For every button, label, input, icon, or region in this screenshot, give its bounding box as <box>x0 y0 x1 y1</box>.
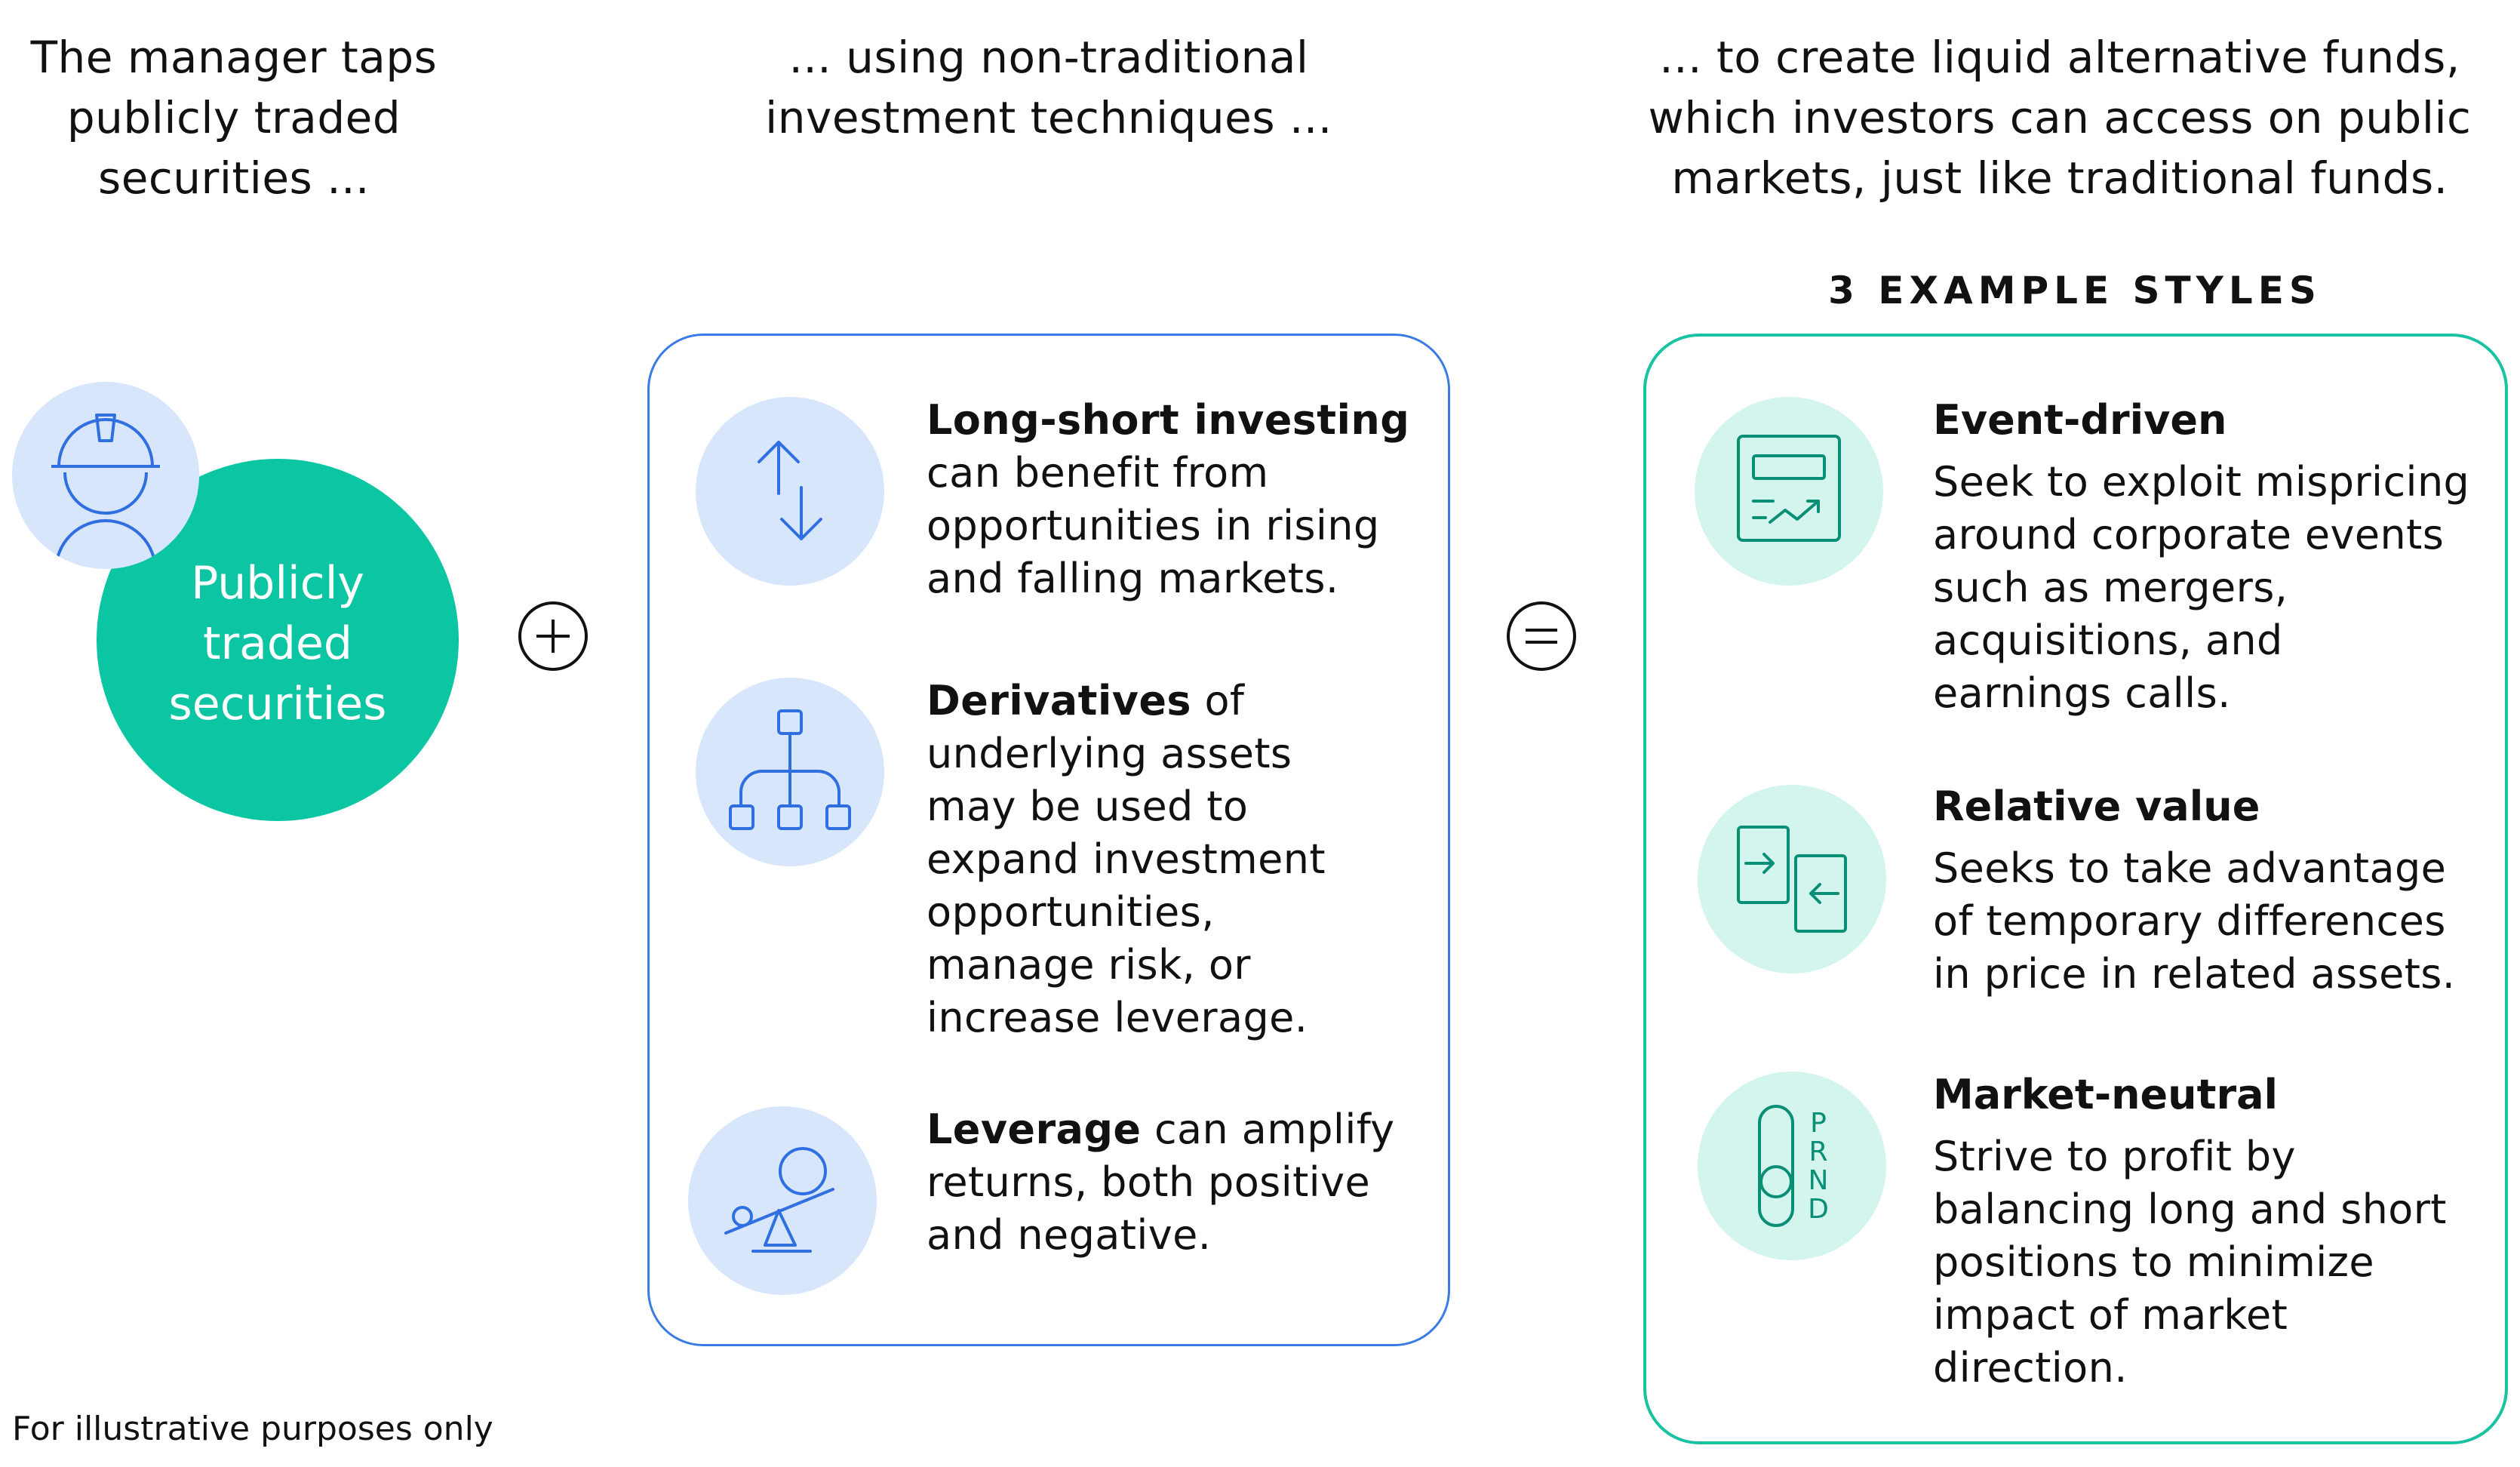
gear-letter: D <box>1808 1194 1829 1225</box>
style-line: of temporary differences <box>1933 897 2446 945</box>
technique-leverage: Leverage can amplify returns, both posit… <box>927 1103 1424 1262</box>
heading-line: securities ... <box>97 152 370 204</box>
gear-letter: N <box>1809 1165 1829 1196</box>
style-desc-event-driven: Seek to exploit mispricing around corpor… <box>1933 456 2491 720</box>
middle-heading: ... using non-traditional investment tec… <box>626 27 1471 148</box>
style-title: Market-neutral <box>1933 1071 2279 1118</box>
document-chart-icon <box>1737 435 1841 542</box>
heading-line: The manager taps <box>30 32 438 83</box>
style-line: earnings calls. <box>1933 669 2231 717</box>
technique-line: opportunities in rising <box>927 502 1380 549</box>
technique-line: and negative. <box>927 1211 1212 1259</box>
style-title: Event-driven <box>1933 396 2227 444</box>
technique-derivatives: Derivatives of underlying assets may be … <box>927 675 1424 1044</box>
heading-line: ... to create liquid alternative funds, <box>1659 32 2460 83</box>
circle-label-line: traded <box>202 617 353 670</box>
up-down-arrows-icon <box>758 441 822 540</box>
style-line: Strive to profit by <box>1933 1133 2296 1180</box>
technique-long-short: Long-short investing can benefit from op… <box>927 394 1424 605</box>
gear-letter: P <box>1810 1108 1827 1139</box>
equals-icon <box>1507 601 1576 671</box>
technique-line: expand investment <box>927 835 1326 883</box>
style-line: positions to minimize <box>1933 1238 2374 1286</box>
style-desc-market-neutral: Strive to profit by balancing long and s… <box>1933 1130 2491 1395</box>
footnote: For illustrative purposes only <box>12 1410 493 1448</box>
style-line: impact of market <box>1933 1291 2288 1339</box>
right-heading: ... to create liquid alternative funds, … <box>1607 27 2512 208</box>
style-icon-circle <box>1695 397 1883 586</box>
technique-line: and falling markets. <box>927 555 1339 602</box>
technique-icon-circle <box>688 1106 877 1295</box>
plus-icon <box>518 601 588 671</box>
style-title: Relative value <box>1933 783 2260 830</box>
style-line: Seek to exploit mispricing <box>1933 458 2470 506</box>
technique-line: returns, both positive <box>927 1158 1371 1206</box>
technique-first-line-rest: of <box>1191 677 1245 724</box>
technique-icon-circle <box>696 678 884 866</box>
publicly-traded-securities-circle: Publicly traded securities <box>97 459 459 821</box>
style-line: balancing long and short <box>1933 1186 2447 1233</box>
style-line: such as mergers, <box>1933 564 2288 611</box>
manager-avatar <box>12 382 199 569</box>
gear-letter: R <box>1809 1136 1827 1167</box>
exchange-arrows-icon <box>1737 826 1847 933</box>
heading-line: investment techniques ... <box>765 92 1332 143</box>
styles-title: 3 EXAMPLE STYLES <box>1828 269 2322 312</box>
seesaw-lever-icon <box>724 1147 834 1253</box>
technique-line: increase leverage. <box>927 994 1308 1041</box>
technique-line: opportunities, <box>927 888 1215 936</box>
hard-hat-worker-icon <box>51 414 160 569</box>
technique-title: Leverage <box>927 1106 1142 1153</box>
circle-label-line: Publicly <box>191 557 364 610</box>
style-icon-circle: P R N D <box>1698 1072 1886 1260</box>
style-icon-circle <box>1698 785 1886 973</box>
style-line: in price in related assets. <box>1933 950 2456 998</box>
technique-title: Long-short investing <box>927 396 1410 444</box>
style-line: Seeks to take advantage <box>1933 844 2447 892</box>
left-heading: The manager taps publicly traded securit… <box>0 27 468 208</box>
heading-line: ... using non-traditional <box>788 32 1309 83</box>
style-desc-relative-value: Seeks to take advantage of temporary dif… <box>1933 842 2491 1001</box>
technique-first-line-rest: can amplify <box>1141 1106 1395 1153</box>
technique-icon-circle <box>696 397 884 586</box>
gear-shifter-icon: P R N D <box>1758 1105 1829 1227</box>
technique-title: Derivatives <box>927 677 1191 724</box>
style-line: acquisitions, and <box>1933 617 2283 664</box>
style-line: around corporate events <box>1933 511 2445 558</box>
technique-line: can benefit from <box>927 449 1269 497</box>
circle-label-line: securities <box>168 678 387 730</box>
heading-line: markets, just like traditional funds. <box>1671 152 2448 204</box>
style-line: direction. <box>1933 1344 2128 1392</box>
technique-line: manage risk, or <box>927 941 1251 989</box>
technique-line: may be used to <box>927 783 1249 830</box>
heading-line: publicly traded <box>66 92 401 143</box>
hierarchy-icon <box>729 709 851 830</box>
heading-line: which investors can access on public <box>1648 92 2472 143</box>
technique-line: underlying assets <box>927 730 1292 777</box>
